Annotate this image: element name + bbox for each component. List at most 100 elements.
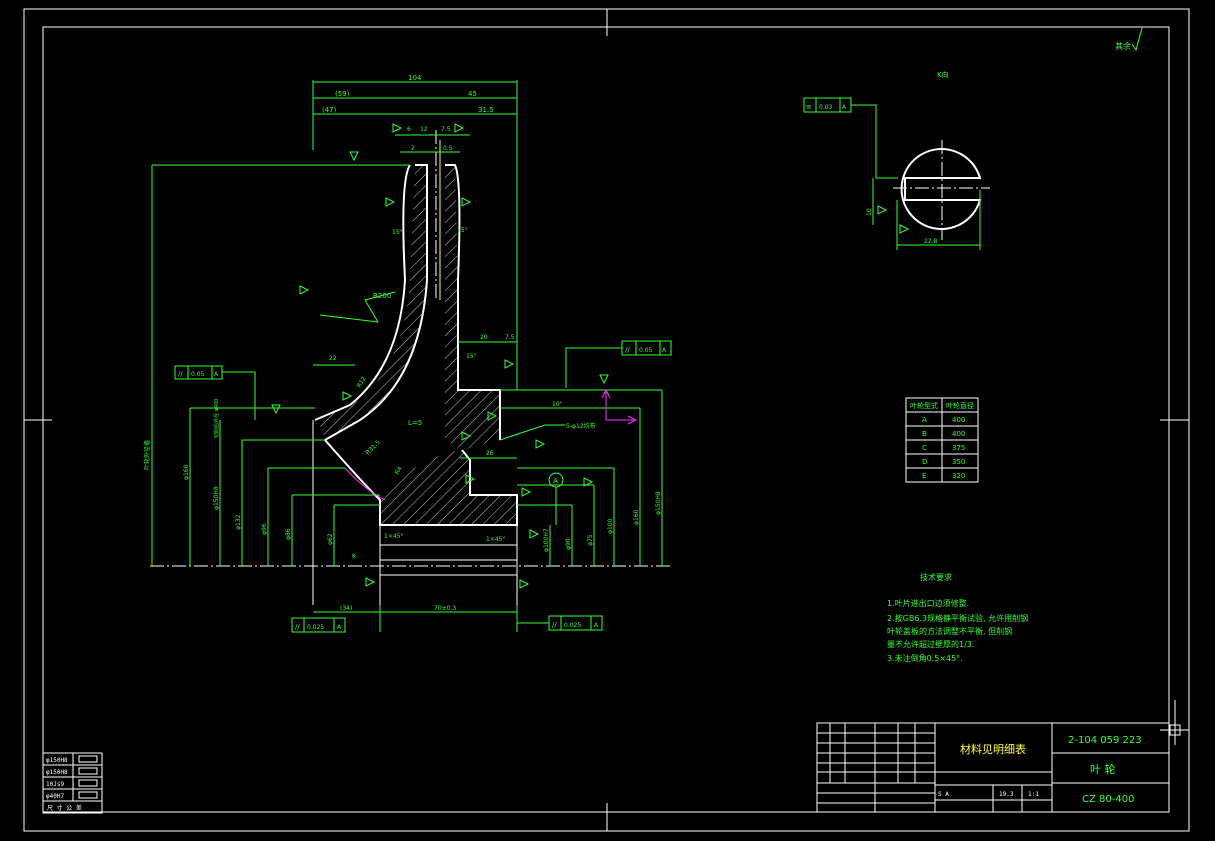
fit-table-tol-box [78,755,98,763]
label-k: K [352,553,357,560]
tol-4-symbol: // [552,621,557,629]
leader-radius [319,291,396,323]
dim-left-part-a: (59) [335,90,350,98]
dim-top-12: 12 [420,126,428,133]
tolerance-frame-5[interactable]: ≡ 0.03 A [803,97,898,179]
dim-wheel-dia: 叶轮外径值 [143,440,151,470]
tolerance-frame-4[interactable]: // 0.025 A [517,615,603,631]
fit-table-tol-box [78,779,98,787]
tech-req-item-0: 1.叶片进出口边须修整. [887,598,969,608]
cut-table-cell: E [922,472,926,480]
tol-3-value: 0.025 [307,624,324,631]
dim-top-6: 6 [407,126,411,133]
dim-radius-main: R200 [373,292,391,300]
dim-left-4: φ86 [285,528,292,540]
dim-right-2: φ75 [587,534,594,546]
dim-left-0: φ160 [183,464,190,480]
dim-r-small: R4 [394,465,404,476]
outline-right [445,164,501,440]
cut-table-cell: B [922,430,927,438]
technical-requirements: 技术要求 1.叶片进出口边须修整. 2.按GB6.3规格静平衡试验, 允许用削钢… [887,572,1028,663]
cut-table-cell: C [922,444,927,452]
tol-4-value: 0.025 [564,622,581,629]
cut-table-cell: A [922,416,927,424]
dim-angle-right: 15° [457,227,468,234]
datum-a-label: A [553,477,558,485]
drawing-number: 2-104 059 223 [1068,735,1142,746]
top-dimensions: 104 (59) 45 (47) 31.5 6 12 7.5 2 0.5 [312,74,518,390]
tolerance-frame-1[interactable]: // 0.05 A [174,365,256,420]
outline-outer-left [314,164,411,421]
k-view-bore-outline [900,148,982,230]
part-name: 叶 轮 [1090,762,1116,776]
dim-20: 20 [480,334,488,341]
k-view-label: K向 [937,70,949,79]
dim-angle-15b: 15° [466,353,477,360]
dim-75b: 7.5 [505,334,515,341]
tol-3-datum: A [337,624,342,631]
cut-table-cell: 320 [952,472,965,480]
cut-table-header: 叶轮型式 [910,401,938,410]
dim-key-height: 10 [866,208,873,216]
dim-right-3: φ100 [607,518,614,534]
roughness-markers [271,123,609,589]
dim-top-2: 2 [411,145,415,152]
tol-1-symbol: // [178,370,183,378]
dim-left-3: φ96 [261,523,268,535]
material-note: 材料见明细表 [960,742,1026,756]
hub-hatch [380,450,517,525]
tol-2-datum: A [662,347,667,354]
cut-table-cell: 350 [952,458,965,466]
fit-table-footer: 尺 寸 公 差 [47,804,82,812]
roughness-note: 其余 [1115,27,1143,52]
title-block: 材料见明细表 2-104 059 223 叶 轮 CZ 80-400 1:1 1… [816,722,1170,813]
dim-22: 22 [329,355,337,362]
cut-table-cell: 400 [952,416,965,424]
dim-r-inner: R12 [356,375,368,389]
impeller-section-view[interactable]: 104 (59) 45 (47) 31.5 6 12 7.5 2 0.5 15°… [143,74,672,632]
right-diameter-dims: φ100H7 φ90 φ75 φ100 φ160 φ150H8 [500,389,663,566]
cut-table-cell: D [922,458,927,466]
dim-26: 26 [486,450,494,457]
k-view-arrow [601,388,638,425]
tech-req-item-1: 2.按GB6.3规格静平衡试验, 允许用削钢 [887,613,1028,623]
model-number: CZ 80-400 [1082,794,1134,805]
dim-right-1: φ90 [565,538,572,550]
dim-overall-width: 104 [408,74,422,82]
dim-top-75: 7.5 [441,126,451,133]
dim-right-part-b: 31.5 [478,106,494,114]
dim-bottom-70: 70±0.3 [434,605,456,612]
centering-marks [24,9,1189,831]
fit-table-cell: 10Js9 [46,781,64,788]
roughness-symbol-icon [1131,27,1143,52]
tech-req-item-2: 叶轮盖板的方法调整不平衡, 但削钢 [887,626,1012,636]
fit-table-cell: φ40H7 [46,793,64,800]
k-view-roughness-icon [877,205,910,234]
fit-table-cell: φ150H8 [46,769,68,776]
tol-5-value: 0.03 [819,104,833,111]
dim-left-part-b: (47) [322,106,337,114]
stage-value: S A [938,791,949,798]
dim-right-part-a: 45 [468,90,477,98]
tolerance-frame-3[interactable]: // 0.025 A [291,617,346,633]
weight-value: 19.3 [999,791,1014,798]
tech-req-title: 技术要求 [920,572,952,582]
dim-bottom-34: (34) [340,605,352,612]
tech-req-item-4: 3.未注倒角0.5×45°. [887,653,963,663]
leader-holes [499,424,565,441]
cut-table-cell: 400 [952,430,965,438]
fit-table-tol-box [78,767,98,775]
dim-left-2: φ132 [235,514,242,530]
tolerance-frame-2[interactable]: // 0.05 A [565,340,672,388]
cut-table-header: 叶轮直径 [946,401,974,410]
k-view[interactable]: K向 22.8 10 [866,70,990,250]
dim-angle-10: 10° [552,401,563,408]
tech-req-item-3: 量不允许超过壁厚的1/3. [887,639,974,649]
tol-1-value: 0.05 [191,371,205,378]
outline-hub [324,439,518,526]
dim-angle-left: 15° [392,229,403,236]
tol-2-symbol: // [625,346,630,354]
